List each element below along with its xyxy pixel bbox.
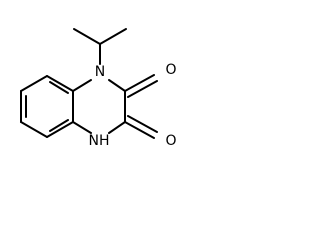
- bond-c2-o-upper-2: [127, 80, 158, 98]
- bond-c4a-c5: [20, 75, 48, 92]
- bond-c8a-n1: [72, 79, 92, 92]
- bond-c8a-c4a: [46, 75, 74, 92]
- atom-label-o-lower: O: [165, 133, 176, 149]
- bond-c7-c8: [46, 121, 74, 138]
- atom-label-n1: N: [95, 64, 105, 80]
- double-bond-inner-top: [49, 81, 69, 94]
- double-bond-inner-bottom: [49, 119, 69, 132]
- chemical-structure: N NH O O: [20, 28, 177, 149]
- bond-c6-c7: [20, 121, 48, 138]
- bond-c3-n4: [108, 121, 126, 134]
- bond-c2-o-upper-1: [124, 74, 155, 92]
- bond-c3-o-lower-2: [127, 115, 158, 133]
- bond-n4-c4a: [72, 121, 92, 134]
- carbonyl-groups: [124, 74, 158, 139]
- benzene-ring: [20, 75, 74, 138]
- bond-c3-o-lower-1: [124, 121, 155, 139]
- isopropyl-group: [73, 28, 127, 65]
- bond-n1-c2: [108, 79, 126, 92]
- atom-labels: N NH O O: [89, 62, 177, 149]
- bond-ch-ch3-right: [99, 28, 127, 45]
- dione-ring: [72, 79, 126, 134]
- atom-label-n4: NH: [89, 133, 110, 149]
- atom-label-o-upper: O: [165, 62, 176, 78]
- bond-ch-ch3-left: [73, 28, 101, 45]
